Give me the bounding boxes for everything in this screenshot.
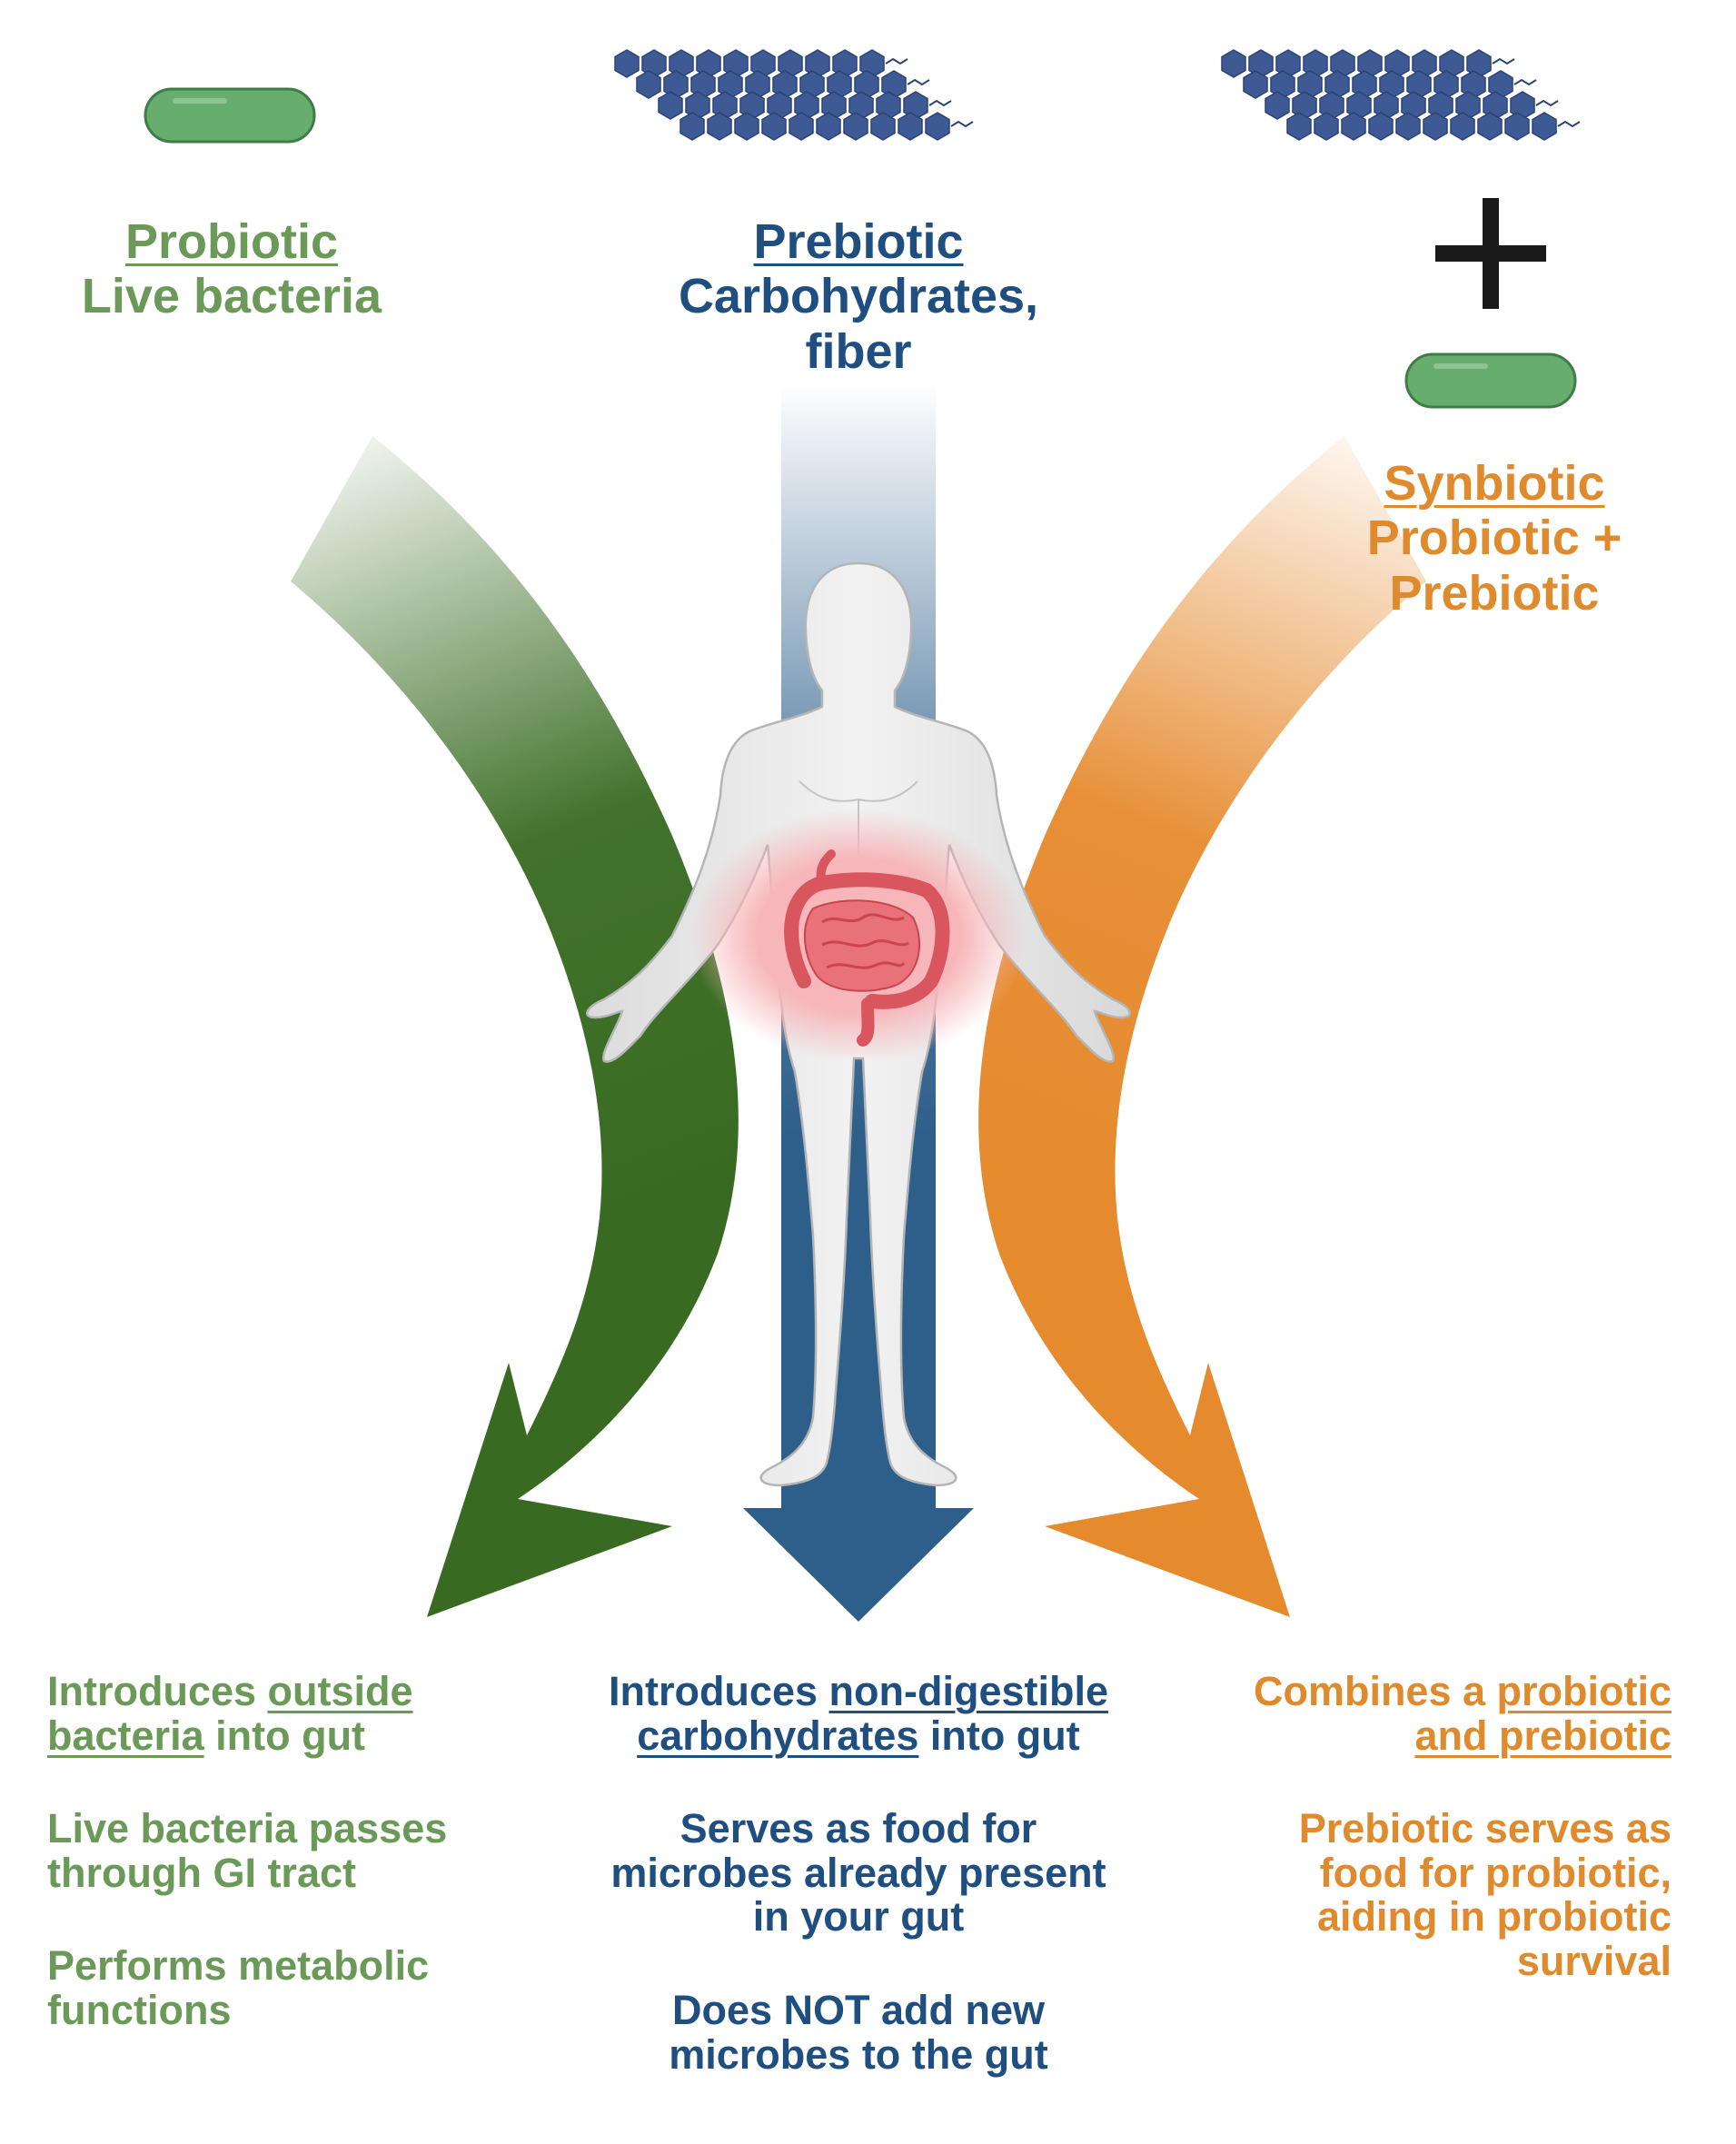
probiotic-description: Introduces outside bacteria into gut Liv… — [47, 1668, 474, 2082]
sugar-hexagon — [680, 112, 705, 141]
probiotic-arrow — [291, 436, 739, 1617]
sugar-hexagon — [1265, 91, 1290, 120]
probiotic-desc-1: Introduces outside bacteria into gut — [47, 1668, 413, 1759]
prebiotic-subtitle-line2: fiber — [805, 323, 912, 379]
sugar-hexagon — [636, 70, 661, 99]
sugar-hexagon — [1504, 112, 1530, 141]
sugar-hexagon — [816, 112, 841, 141]
probiotic-title: Probiotic — [124, 214, 338, 269]
sugar-hexagon — [761, 112, 787, 141]
chain-link — [1535, 99, 1559, 107]
sugar-hexagon — [1243, 70, 1268, 99]
prebiotic-desc-1: Introduces non-digestible carbohydrates … — [608, 1668, 1109, 1759]
sugar-hexagon — [789, 112, 814, 141]
probiotic-desc-3: Performs metabolic functions — [47, 1942, 430, 2033]
plus-icon — [1435, 198, 1546, 309]
bacteria-pill-icon — [1404, 352, 1577, 409]
prebiotic-subtitle-line1: Carbohydrates, — [678, 269, 1039, 324]
prebiotic-description: Introduces non-digestible carbohydrates … — [590, 1668, 1126, 2126]
fiber-chain-icon — [1221, 49, 1581, 141]
chain-link — [1492, 57, 1515, 65]
fiber-chain-icon — [614, 49, 974, 141]
sugar-hexagon — [898, 112, 923, 141]
sugar-hexagon — [658, 91, 683, 120]
chain-link — [1557, 120, 1581, 128]
prebiotic-title: Prebiotic — [753, 214, 964, 269]
sugar-hexagon — [1341, 112, 1366, 141]
sugar-hexagon — [1450, 112, 1475, 141]
synbiotic-subtitle-line2: Prebiotic — [1389, 565, 1600, 620]
synbiotic-subtitle-line1: Probiotic + — [1366, 511, 1622, 566]
sugar-hexagon — [707, 112, 732, 141]
sugar-hexagon — [925, 112, 950, 141]
intestine-icon — [690, 809, 1027, 1063]
chain-link — [1513, 78, 1537, 86]
probiotic-subtitle: Live bacteria — [81, 269, 382, 324]
synbiotic-description: Combines a probiotic and prebiotic Prebi… — [1226, 1668, 1672, 2033]
sugar-hexagon — [1368, 112, 1394, 141]
sugar-hexagon — [1286, 112, 1312, 141]
chain-link — [950, 120, 974, 128]
sugar-hexagon — [1314, 112, 1339, 141]
sugar-hexagon — [734, 112, 759, 141]
probiotic-heading: Probiotic Live bacteria — [36, 214, 427, 324]
sugar-hexagon — [870, 112, 896, 141]
chain-link — [928, 99, 952, 107]
synbiotic-desc-1: Combines a probiotic and prebiotic — [1253, 1668, 1672, 1759]
prebiotic-desc-2: Serves as food for microbes already pres… — [610, 1805, 1106, 1941]
prebiotic-heading: Prebiotic Carbohydrates, fiber — [627, 214, 1090, 379]
sugar-hexagon — [1423, 112, 1448, 141]
synbiotic-arrow — [978, 436, 1426, 1617]
sugar-hexagon — [614, 49, 640, 78]
sugar-hexagon — [1532, 112, 1557, 141]
synbiotic-title: Synbiotic — [1384, 456, 1605, 511]
chain-link — [907, 78, 930, 86]
prebiotic-desc-3: Does NOT add new microbes to the gut — [669, 1986, 1048, 2078]
probiotic-desc-2: Live bacteria passes through GI tract — [47, 1805, 448, 1896]
chain-link — [885, 57, 908, 65]
sugar-hexagon — [843, 112, 868, 141]
synbiotic-heading: Synbiotic Probiotic + Prebiotic — [1308, 456, 1681, 620]
synbiotic-desc-2: Prebiotic serves as food for probiotic, … — [1298, 1805, 1672, 1984]
sugar-hexagon — [1395, 112, 1421, 141]
sugar-hexagon — [1477, 112, 1503, 141]
bacteria-pill-icon — [144, 87, 316, 144]
sugar-hexagon — [1221, 49, 1246, 78]
